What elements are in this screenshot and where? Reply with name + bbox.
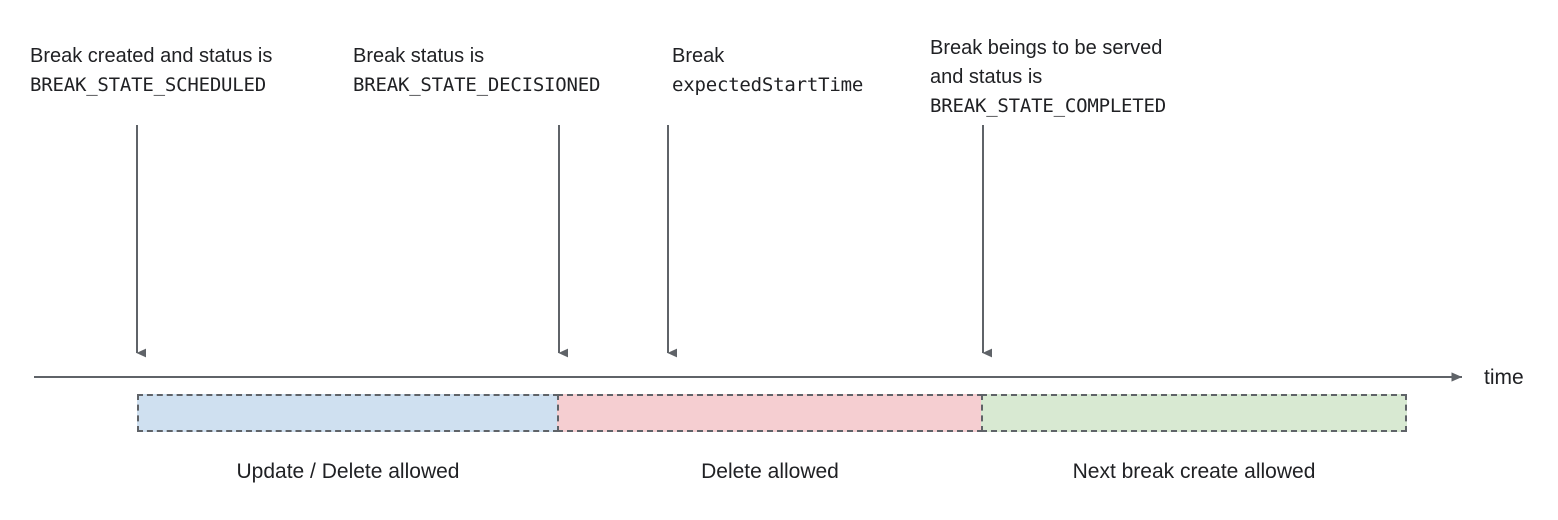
annotation-break-decisioned: Break status is BREAK_STATE_DECISIONED	[353, 42, 600, 100]
annotation-break-expected-start-time: Break expectedStartTime	[672, 42, 863, 100]
annotation-line-code: BREAK_STATE_SCHEDULED	[30, 74, 267, 96]
annotation-line-code: BREAK_STATE_DECISIONED	[353, 74, 601, 96]
phase-bar-delete-allowed	[557, 394, 983, 432]
phase-bar-update-delete-allowed	[137, 394, 559, 432]
annotation-line: Break status is	[353, 45, 485, 67]
annotation-line: Break created and status is	[30, 45, 273, 67]
annotation-break-served-completed: Break beings to be served and status is …	[930, 34, 1166, 121]
annotation-line: Break	[672, 45, 725, 67]
annotation-line: and status is	[930, 66, 1043, 88]
phase-caption-update-delete-allowed: Update / Delete allowed	[236, 460, 460, 483]
annotation-break-created-scheduled: Break created and status is BREAK_STATE_…	[30, 42, 272, 100]
phase-caption-next-break-create-allowed: Next break create allowed	[1072, 460, 1316, 483]
annotation-line: Break beings to be served	[930, 37, 1163, 59]
phase-caption-delete-allowed: Delete allowed	[701, 460, 839, 483]
annotation-line-code: BREAK_STATE_COMPLETED	[930, 95, 1167, 117]
annotation-line-code: expectedStartTime	[672, 74, 864, 96]
phase-bar-next-break-create-allowed	[981, 394, 1407, 432]
time-axis-label: time	[1484, 366, 1524, 389]
